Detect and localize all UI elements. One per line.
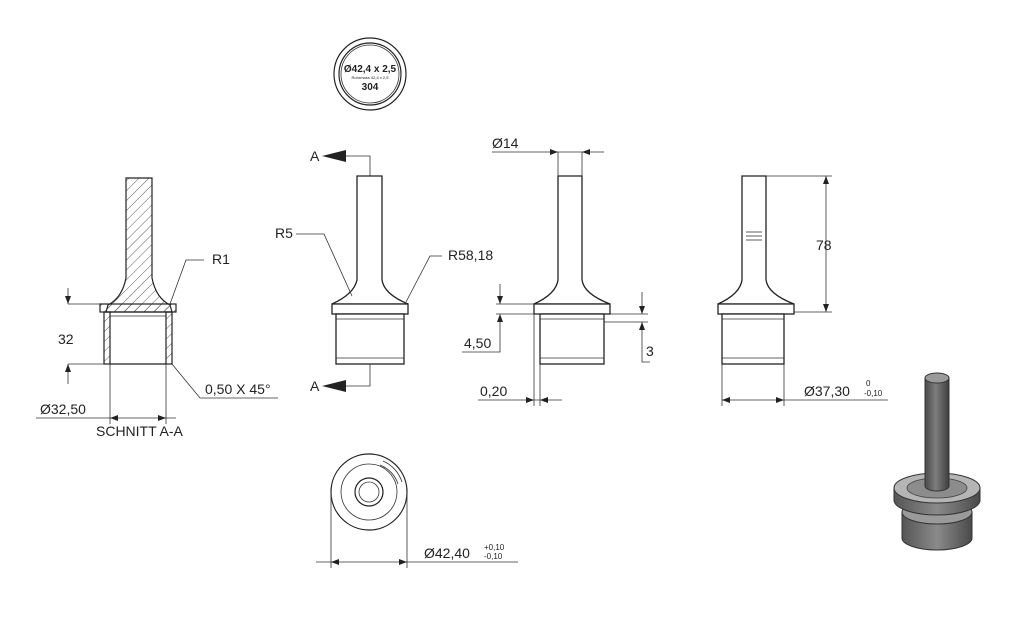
section-pin-hatch	[105, 177, 173, 313]
top-view-line2: Rohrmass 42,4 x 2,5	[352, 75, 390, 80]
r1-label: R1	[212, 251, 230, 267]
section-letter-top: A	[310, 148, 320, 164]
dim-450: 4,50	[464, 335, 491, 351]
section-wall-left	[103, 311, 111, 365]
front-view: A A R5 R58,18	[275, 148, 493, 394]
dim-pin-diameter: Ø14	[492, 135, 519, 151]
section-view: R1 32 0,50 X 45° Ø32,50 SCHNITT A-A	[36, 177, 278, 439]
top-view-line1: Ø42,4 x 2,5	[344, 64, 397, 75]
tol-lower-3730: -0,10	[864, 389, 883, 398]
dim-3: 3	[646, 343, 654, 359]
dim-diameter-4240: Ø42,40	[424, 545, 470, 561]
dim-diameter-3250: Ø32,50	[40, 401, 86, 417]
tol-upper-4240: +0,10	[484, 543, 505, 552]
dim-height-32: 32	[58, 331, 74, 347]
top-view-line3: 304	[362, 82, 379, 93]
section-caption: SCHNITT A-A	[96, 423, 184, 439]
tol-upper-3730: 0	[866, 379, 871, 388]
section-letter-bottom: A	[310, 378, 320, 394]
dim-020: 0,20	[480, 383, 507, 399]
top-view: Ø42,4 x 2,5 Rohrmass 42,4 x 2,5 304	[333, 37, 407, 111]
dim-chamfer: 0,50 X 45°	[205, 381, 271, 397]
section-wall-right	[165, 311, 173, 365]
r5-label: R5	[275, 225, 293, 241]
r58-label: R58,18	[448, 247, 493, 263]
tol-lower-4240: -0,10	[484, 552, 503, 561]
right-view: 78 Ø37,30 0 -0,10	[717, 175, 888, 406]
bottom-view: Ø42,40 +0,10 -0,10	[316, 453, 518, 568]
dim-height-78: 78	[816, 237, 832, 253]
dim-diameter-3730: Ø37,30	[804, 383, 850, 399]
part-3d-render	[893, 372, 981, 551]
section-flange	[99, 303, 177, 313]
side-view: Ø14 4,50 3 0,20	[462, 135, 654, 406]
